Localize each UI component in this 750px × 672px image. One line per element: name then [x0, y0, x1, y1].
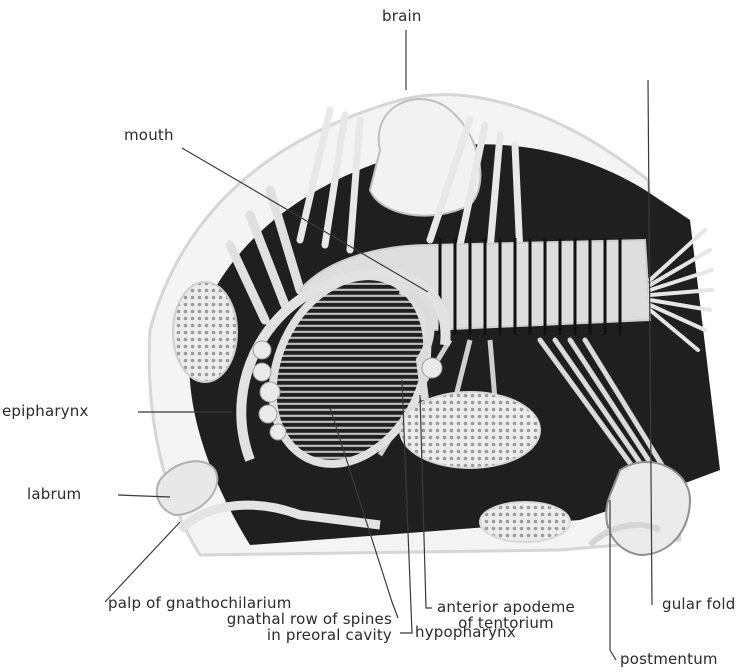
label-postmentum: postmentum: [620, 652, 718, 668]
label-labrum: labrum: [27, 487, 81, 503]
label-epipharynx: epipharynx: [2, 404, 89, 420]
label-gnathal-row: gnathal row of spines in preoral cavity: [210, 612, 392, 644]
lower-mass: [480, 502, 570, 542]
epipharyngeal-mass: [173, 282, 237, 382]
label-gular-fold: gular fold: [662, 597, 735, 613]
label-mouth: mouth: [124, 128, 174, 144]
label-brain: brain: [382, 9, 422, 25]
label-anterior-apodeme: anterior apodeme of tentorium: [430, 600, 582, 632]
